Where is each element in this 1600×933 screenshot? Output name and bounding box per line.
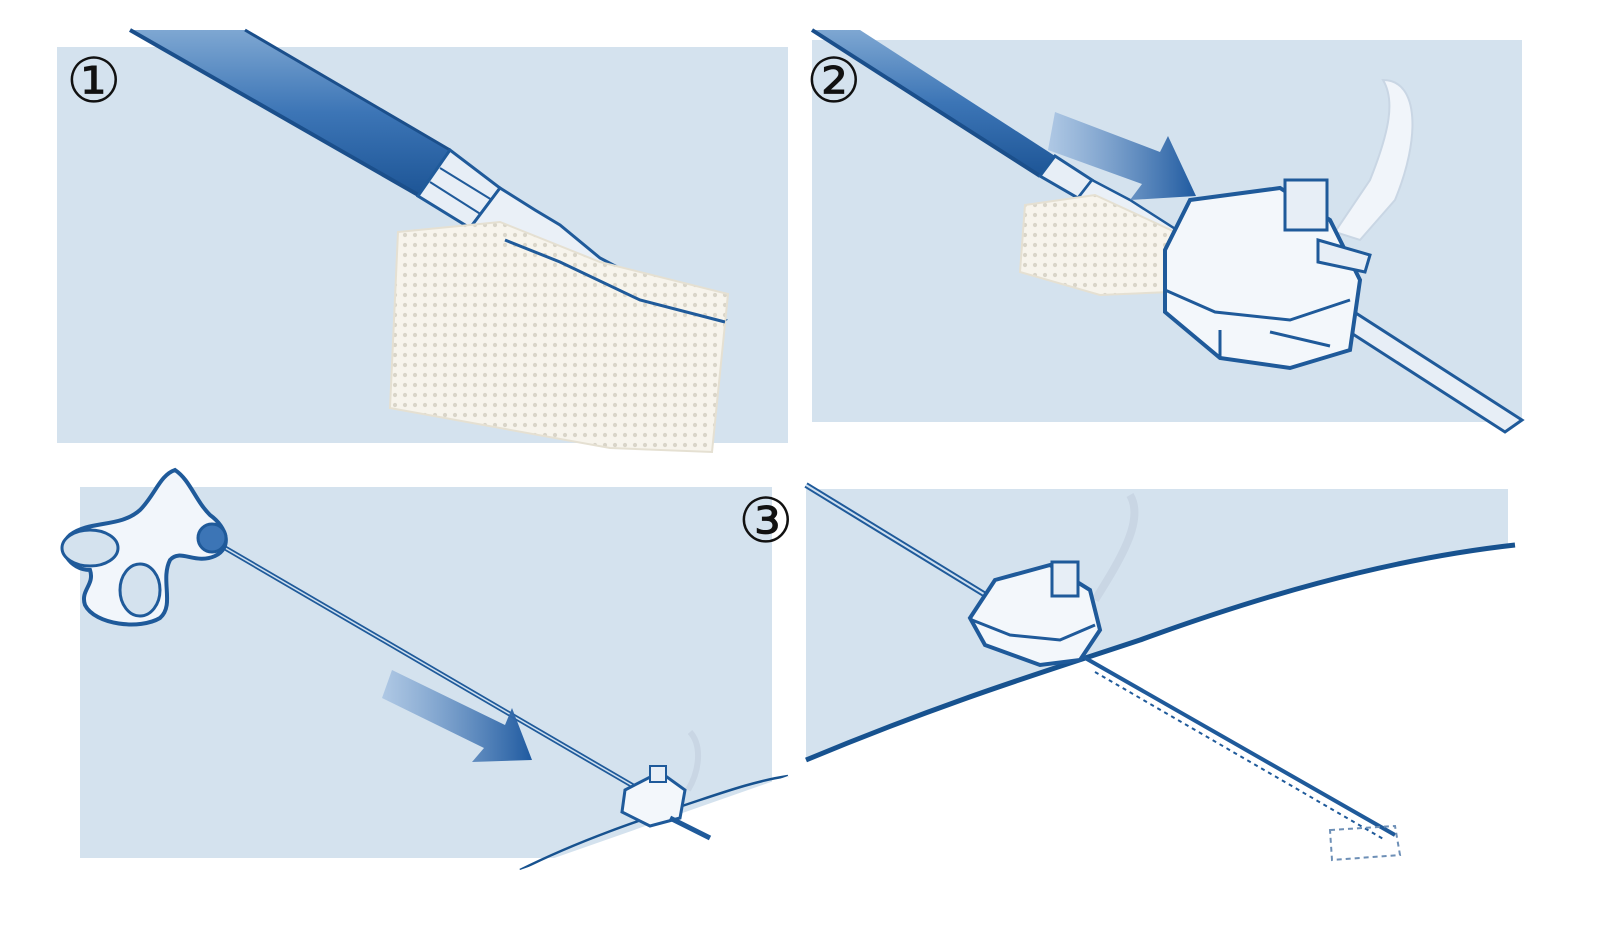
panel-4 <box>804 482 1516 933</box>
step-label-1: ① <box>66 44 122 117</box>
trocar-icon <box>1163 78 1414 371</box>
trocar-icon <box>967 492 1139 668</box>
panel-2 <box>810 28 1525 434</box>
skin-surface <box>519 774 789 872</box>
skin-surface <box>805 542 1516 763</box>
panel-3 <box>60 467 789 933</box>
step-label-3: ③ <box>738 484 794 557</box>
panel-1 <box>57 28 788 454</box>
trocar-icon <box>620 729 712 841</box>
direction-arrow-icon <box>1048 112 1196 200</box>
mesh-icon <box>388 220 730 454</box>
mesh-icon <box>1328 824 1402 862</box>
direction-arrow-icon <box>382 670 532 762</box>
step-label-2: ② <box>806 44 862 117</box>
handle-icon <box>60 467 228 627</box>
